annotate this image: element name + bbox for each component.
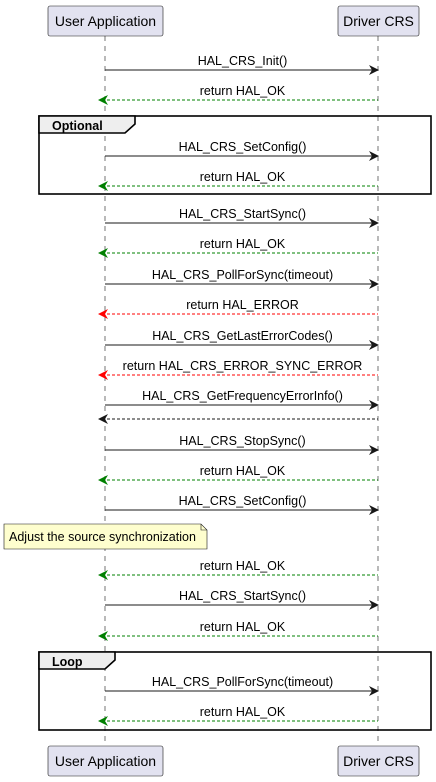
message-label: HAL_CRS_StopSync() [179, 434, 305, 448]
message-5: HAL_CRS_StartSync() [105, 207, 379, 228]
message-label: HAL_CRS_StartSync() [179, 207, 306, 221]
message-label: HAL_CRS_GetFrequencyErrorInfo() [142, 389, 343, 403]
message-label: return HAL_OK [200, 170, 286, 184]
frame-optional: Optional [38, 115, 432, 195]
message-label: return HAL_OK [200, 464, 286, 478]
message-label: return HAL_CRS_ERROR_SYNC_ERROR [123, 359, 363, 373]
message-1: HAL_CRS_Init() [105, 54, 379, 75]
message-label: return HAL_OK [200, 559, 286, 573]
message-13: HAL_CRS_StopSync() [105, 434, 379, 455]
message-2: return HAL_OK [98, 84, 378, 105]
participant-driver-label-bottom: Driver CRS [343, 753, 414, 769]
note-text: Adjust the source synchronization [9, 530, 196, 544]
message-10: return HAL_CRS_ERROR_SYNC_ERROR [98, 359, 378, 380]
message-8: return HAL_ERROR [98, 298, 378, 319]
message-15: HAL_CRS_SetConfig() [105, 494, 379, 515]
message-11: HAL_CRS_GetFrequencyErrorInfo() [105, 389, 379, 410]
note: Adjust the source synchronization [3, 523, 208, 550]
message-label: HAL_CRS_PollForSync(timeout) [152, 675, 333, 689]
participant-driver-top: Driver CRS [337, 5, 420, 37]
message-label: HAL_CRS_SetConfig() [179, 494, 307, 508]
message-label: HAL_CRS_StartSync() [179, 589, 306, 603]
participant-user-label: User Application [55, 13, 156, 29]
participant-driver-bottom: Driver CRS [337, 745, 420, 777]
participant-driver-label: Driver CRS [343, 13, 414, 29]
frame-loop: Loop [38, 651, 432, 731]
message-label: HAL_CRS_SetConfig() [179, 140, 307, 154]
message-19: HAL_CRS_PollForSync(timeout) [105, 675, 379, 696]
message-label: return HAL_OK [200, 84, 286, 98]
message-6: return HAL_OK [98, 237, 378, 258]
message-18: return HAL_OK [98, 620, 378, 641]
participant-user-top: User Application [47, 5, 164, 37]
message-17: HAL_CRS_StartSync() [105, 589, 379, 610]
message-4: return HAL_OK [98, 170, 378, 191]
frame-optional-label: Optional [52, 119, 103, 133]
message-16: return HAL_OK [98, 559, 378, 580]
message-label: return HAL_OK [200, 705, 286, 719]
frame-loop-label: Loop [52, 655, 83, 669]
messages: HAL_CRS_Init()return HAL_OK HAL_CRS_SetCo… [98, 54, 379, 726]
message-14: return HAL_OK [98, 464, 378, 485]
message-3: HAL_CRS_SetConfig() [105, 140, 379, 161]
message-9: HAL_CRS_GetLastErrorCodes() [105, 329, 379, 350]
message-label: return HAL_OK [200, 237, 286, 251]
message-7: HAL_CRS_PollForSync(timeout) [105, 268, 379, 289]
message-label: return HAL_OK [200, 620, 286, 634]
message-20: return HAL_OK [98, 705, 378, 726]
message-label: return HAL_ERROR [186, 298, 299, 312]
participant-user-bottom: User Application [47, 745, 164, 777]
message-label: HAL_CRS_Init() [198, 54, 288, 68]
message-label: HAL_CRS_PollForSync(timeout) [152, 268, 333, 282]
participant-user-label-bottom: User Application [55, 753, 156, 769]
message-label: HAL_CRS_GetLastErrorCodes() [152, 329, 333, 343]
